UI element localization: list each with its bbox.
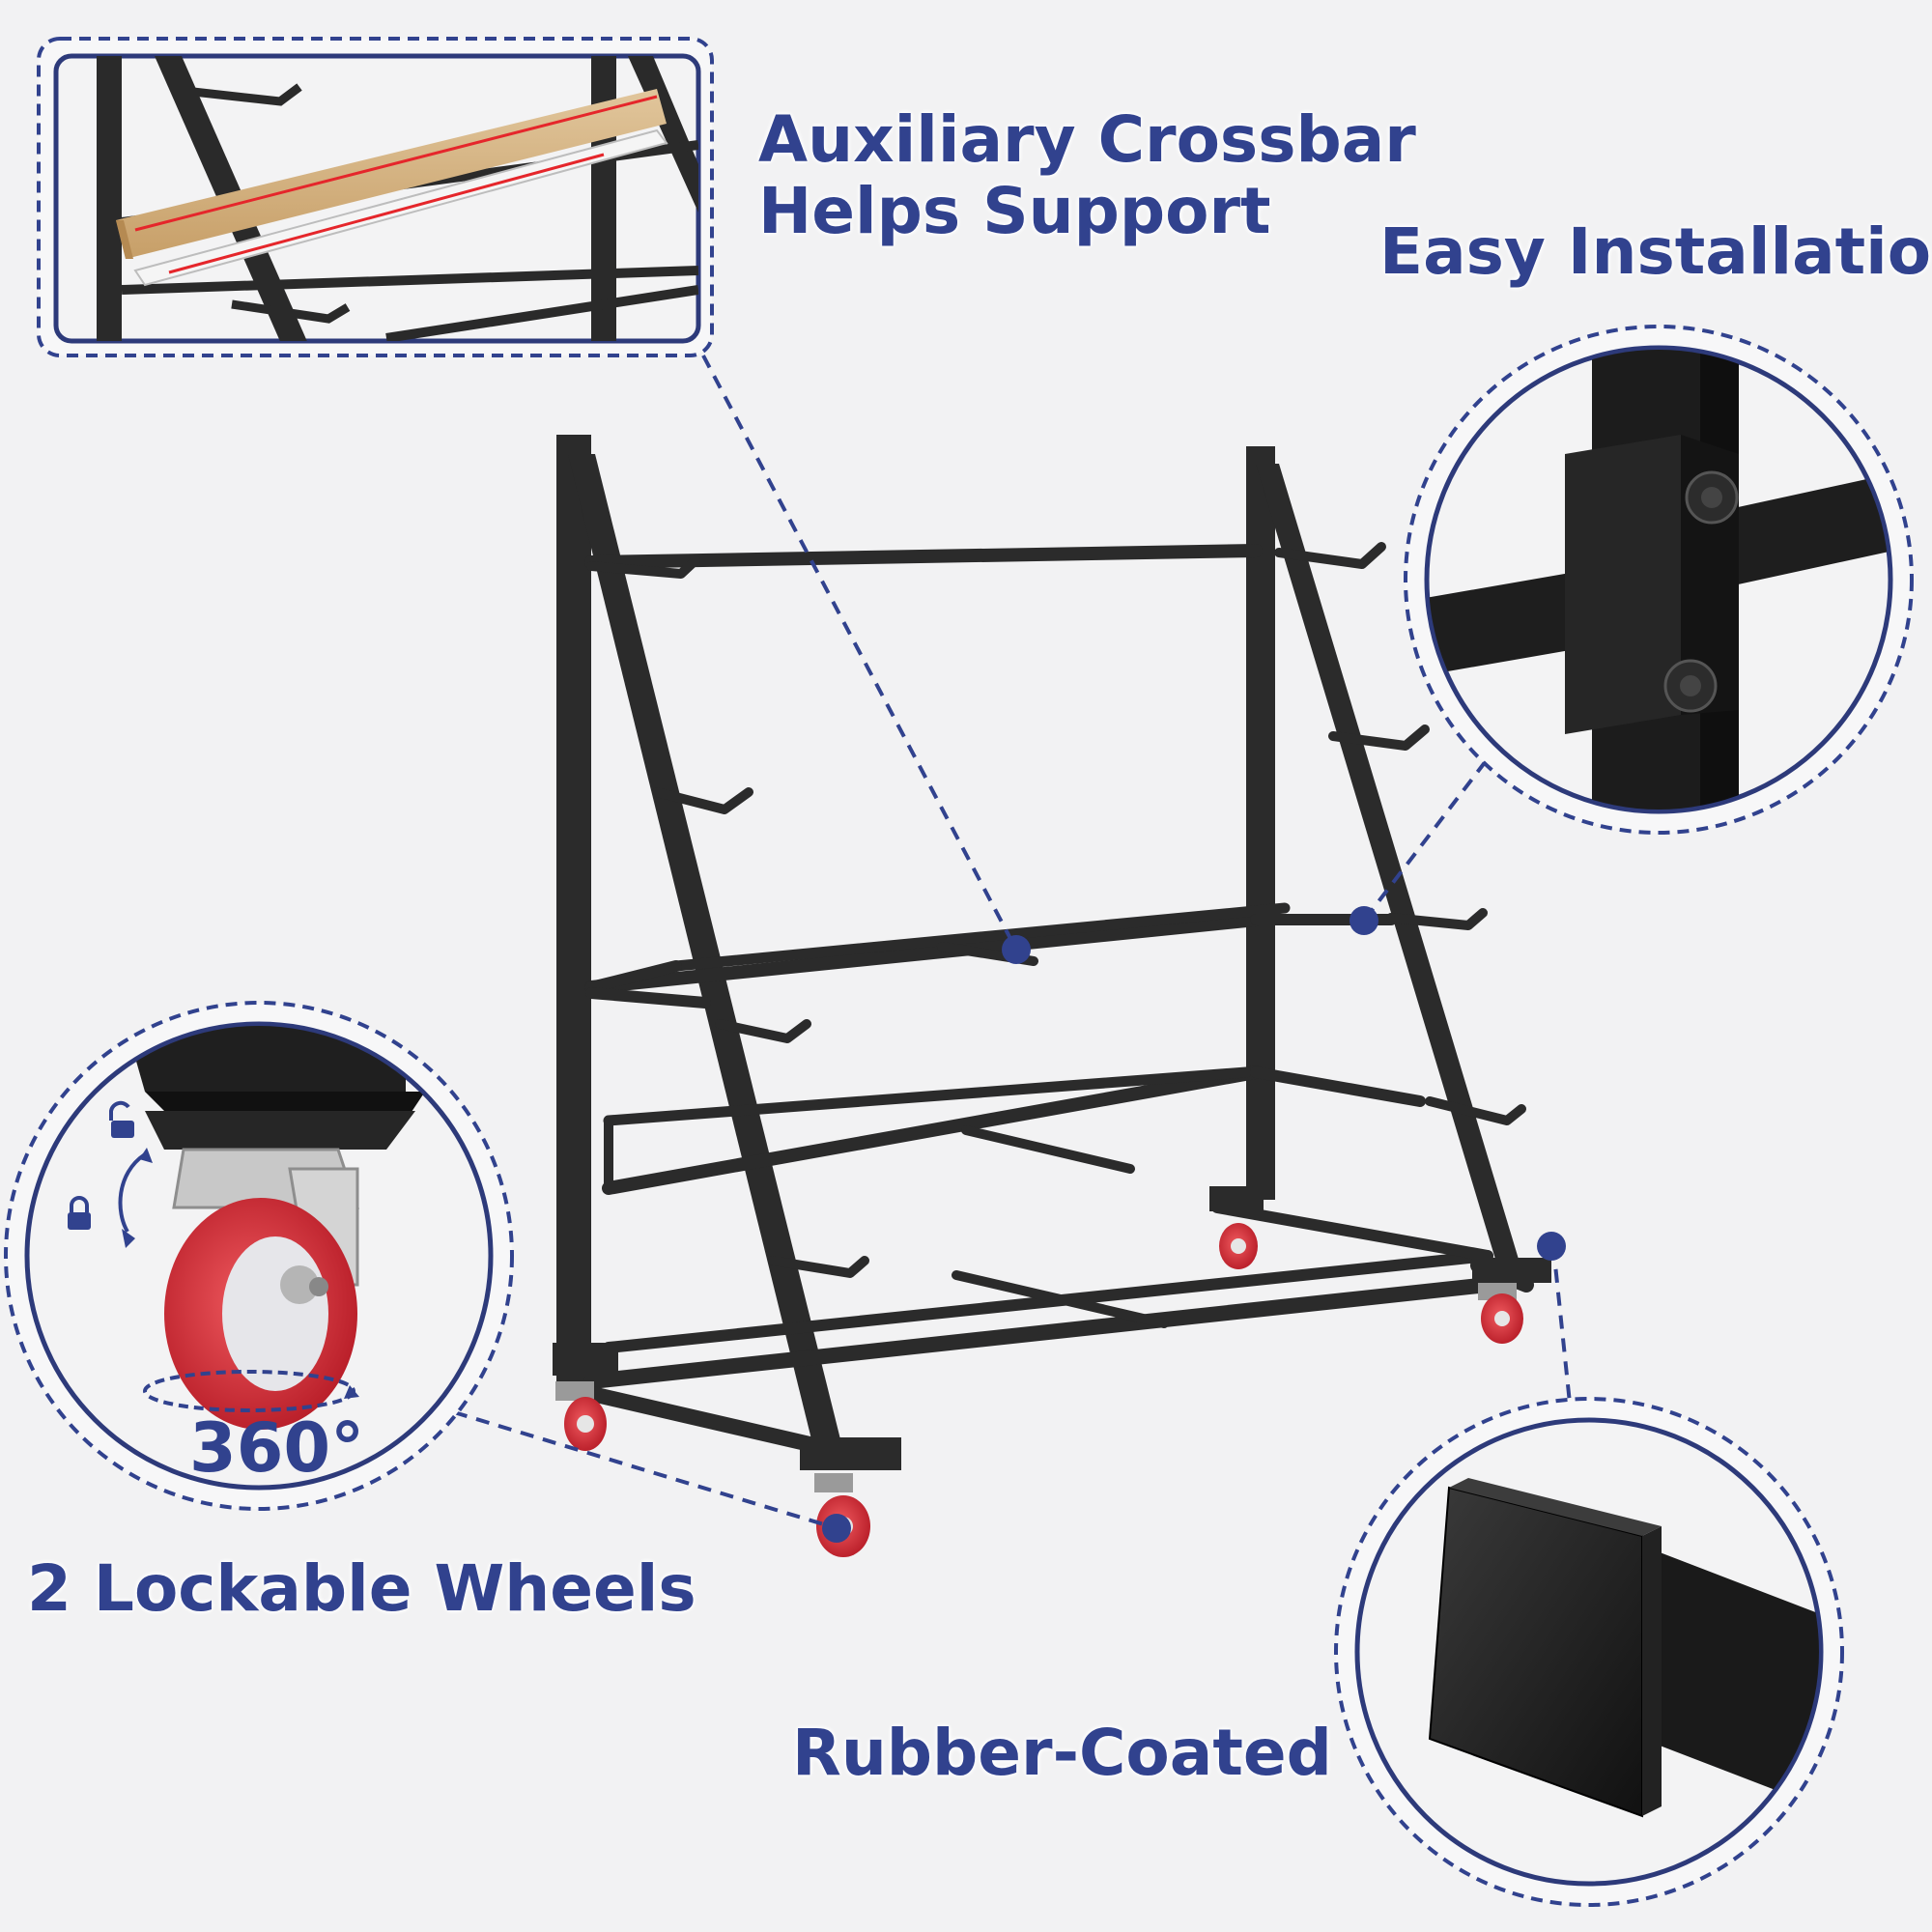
storage-rack bbox=[553, 435, 1551, 1470]
unlock-icon bbox=[109, 1100, 134, 1138]
callout-connectors bbox=[453, 355, 1573, 1530]
rubber-feature-label: Rubber-Coated bbox=[792, 1716, 1332, 1790]
rack-wheel bbox=[1219, 1223, 1258, 1269]
installation-feature-label: Easy Installation bbox=[1379, 214, 1932, 289]
callout-dots bbox=[822, 906, 1566, 1543]
rack-wheel bbox=[1478, 1283, 1523, 1344]
wheels-feature-label: 2 Lockable Wheels bbox=[27, 1551, 696, 1626]
rotation-degree-label: 360° bbox=[189, 1408, 365, 1488]
wheel-detail-circle bbox=[4, 1001, 514, 1511]
rubber-cap-detail-circle bbox=[1334, 1397, 1844, 1907]
lock-icon bbox=[68, 1196, 91, 1230]
installation-detail-circle bbox=[1404, 325, 1914, 835]
crossbar-detail-inset bbox=[37, 37, 714, 357]
crossbar-label-line2: Helps Support bbox=[758, 173, 1271, 248]
rack-wheel bbox=[555, 1381, 607, 1451]
crossbar-label-line1: Auxiliary Crossbar bbox=[758, 102, 1416, 177]
crossbar-feature-label: Auxiliary Crossbar Helps Support bbox=[758, 104, 1416, 247]
rack-wheels bbox=[555, 1223, 1523, 1557]
switch-arrow-icon bbox=[118, 1152, 147, 1234]
